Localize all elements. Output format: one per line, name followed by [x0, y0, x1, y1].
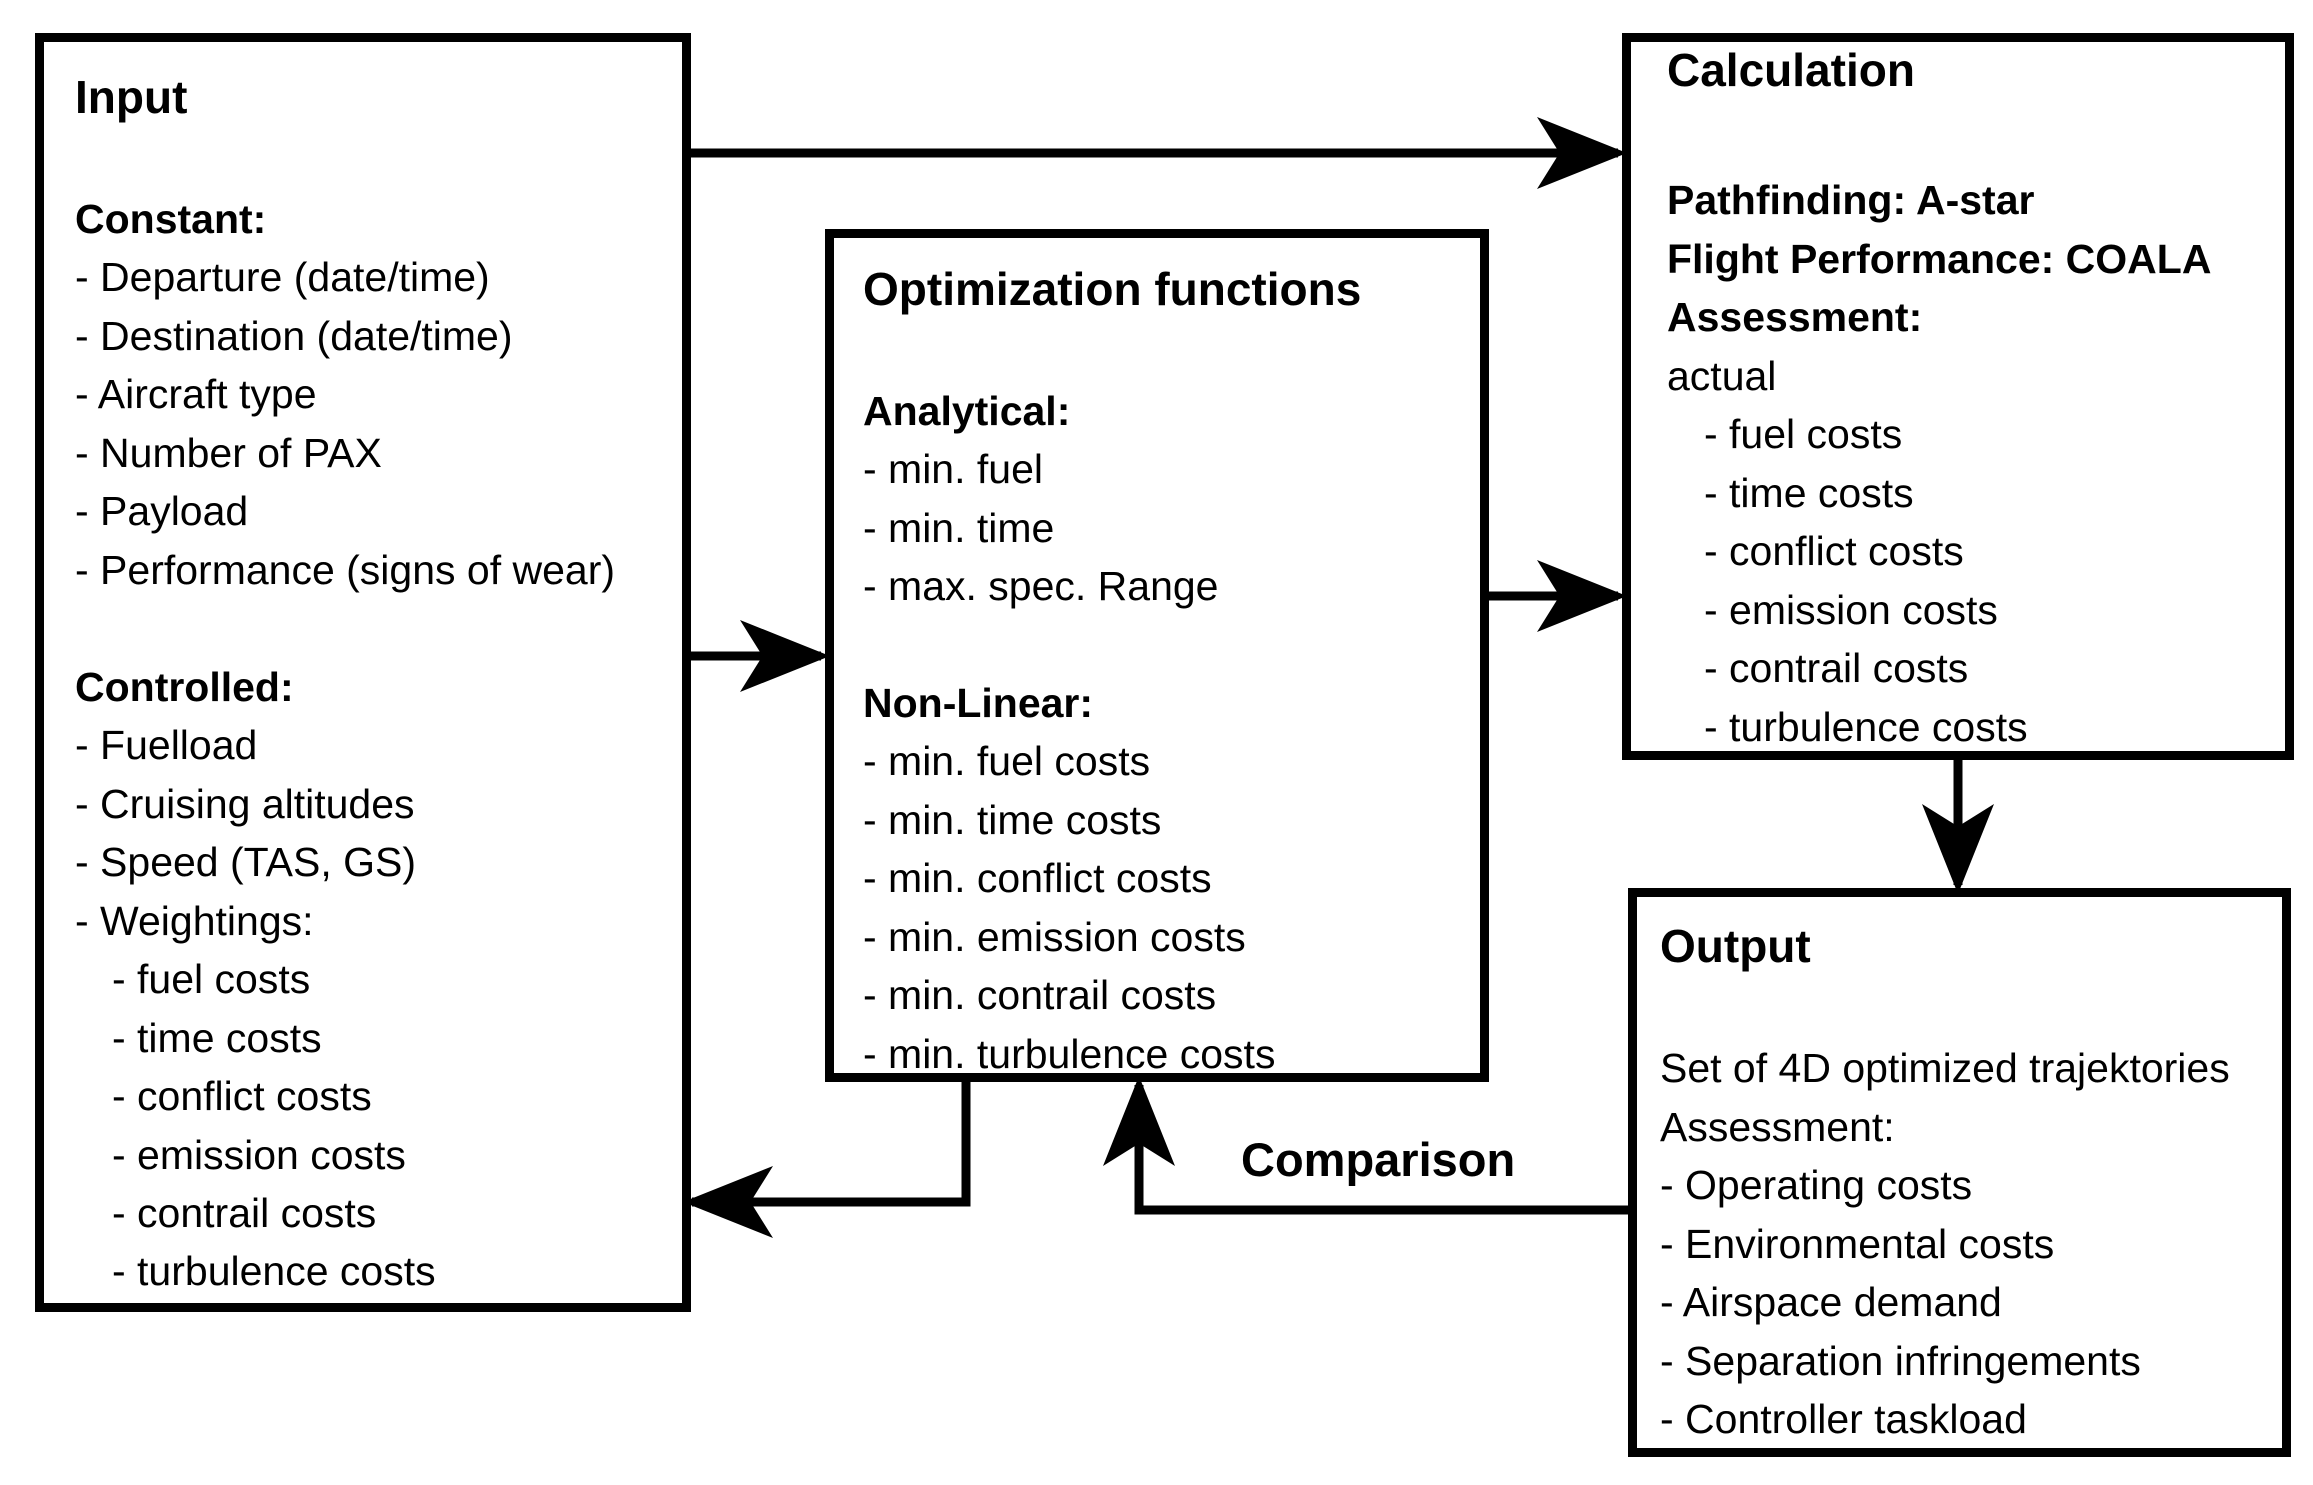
- optimization-box: Optimization functions Analytical: - min…: [825, 229, 1489, 1082]
- nonlinear-item: - min. turbulence costs: [863, 1031, 1276, 1077]
- input-title: Input: [75, 71, 188, 123]
- analytical-heading: Analytical:: [863, 388, 1071, 434]
- controlled-item: - Cruising altitudes: [75, 781, 415, 827]
- calculation-title: Calculation: [1667, 44, 1915, 96]
- output-item: - Airspace demand: [1660, 1279, 2002, 1325]
- calculation-item: - conflict costs: [1704, 528, 1964, 574]
- pathfinding-line: Pathfinding: A-star: [1667, 177, 2035, 223]
- output-item: - Separation infringements: [1660, 1338, 2141, 1384]
- actual-label: actual: [1667, 353, 1777, 399]
- nonlinear-item: - min. emission costs: [863, 914, 1246, 960]
- constant-item: - Performance (signs of wear): [75, 547, 616, 593]
- output-assessment-heading: Assessment:: [1660, 1104, 1895, 1150]
- input-box: Input Constant: - Departure (date/time) …: [35, 33, 691, 1312]
- analytical-item: - max. spec. Range: [863, 563, 1219, 609]
- weighting-item: - emission costs: [112, 1132, 406, 1178]
- calculation-item: - contrail costs: [1704, 645, 1969, 691]
- constant-item: - Payload: [75, 488, 249, 534]
- arrow-optimization-to-input: [683, 1082, 971, 1238]
- controlled-item: - Speed (TAS, GS): [75, 839, 417, 885]
- analytical-item: - min. fuel: [863, 446, 1043, 492]
- output-set-line: Set of 4D optimized trajektories: [1660, 1045, 2230, 1091]
- weighting-item: - contrail costs: [112, 1190, 377, 1236]
- calculation-item: - turbulence costs: [1704, 704, 2028, 750]
- output-title: Output: [1660, 920, 1811, 972]
- nonlinear-item: - min. conflict costs: [863, 855, 1212, 901]
- nonlinear-item: - min. contrail costs: [863, 972, 1217, 1018]
- analytical-item: - min. time: [863, 505, 1055, 551]
- calculation-item: - emission costs: [1704, 587, 1998, 633]
- constant-item: - Aircraft type: [75, 371, 317, 417]
- weighting-item: - fuel costs: [112, 956, 311, 1002]
- constant-item: - Number of PAX: [75, 430, 382, 476]
- controlled-item: - Weightings:: [75, 898, 314, 944]
- calculation-item: - fuel costs: [1704, 411, 1903, 457]
- arrow-output-to-optimization: [1103, 1076, 1634, 1215]
- controlled-item: - Fuelload: [75, 722, 258, 768]
- output-item: - Environmental costs: [1660, 1221, 2055, 1267]
- nonlinear-item: - min. fuel costs: [863, 738, 1151, 784]
- calculation-box: Calculation Pathfinding: A-star Flight P…: [1622, 33, 2294, 760]
- output-item: - Operating costs: [1660, 1162, 1973, 1208]
- weighting-item: - time costs: [112, 1015, 322, 1061]
- constant-item: - Departure (date/time): [75, 254, 490, 300]
- nonlinear-item: - min. time costs: [863, 797, 1162, 843]
- nonlinear-heading: Non-Linear:: [863, 680, 1094, 726]
- assessment-heading: Assessment:: [1667, 294, 1923, 340]
- controlled-heading: Controlled:: [75, 664, 294, 710]
- output-box: Output Set of 4D optimized trajektories …: [1628, 888, 2291, 1457]
- flight-performance-line: Flight Performance: COALA: [1667, 236, 2212, 282]
- constant-item: - Destination (date/time): [75, 313, 513, 359]
- calculation-item: - time costs: [1704, 470, 1914, 516]
- weighting-item: - turbulence costs: [112, 1248, 436, 1294]
- constant-heading: Constant:: [75, 196, 267, 242]
- output-item: - Controller taskload: [1660, 1396, 2027, 1442]
- optimization-title: Optimization functions: [863, 263, 1362, 315]
- comparison-label: Comparison: [1241, 1133, 1516, 1186]
- weighting-item: - conflict costs: [112, 1073, 372, 1119]
